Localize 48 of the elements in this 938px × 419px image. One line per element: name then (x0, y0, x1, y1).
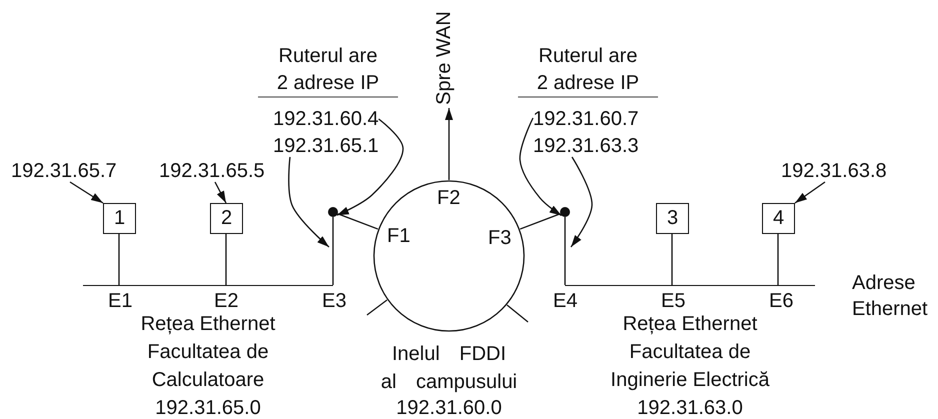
ip-address: 192.31.65.7 (11, 160, 117, 182)
host-box: 1 (103, 203, 136, 234)
axis-note: Adrese Ethernet (852, 271, 929, 322)
ring-caption: Inelul FDDI al campusului (380, 342, 518, 395)
leader-line (570, 156, 593, 248)
ethernet-address: E6 (769, 290, 794, 312)
wan-label: Spre WAN (433, 8, 455, 108)
ip-address: 192.31.60.4 (273, 108, 379, 130)
arrow (794, 181, 826, 204)
network-link (225, 234, 227, 285)
ip-address: 192.31.65.5 (159, 160, 265, 182)
router-note: Ruterul are 2 adrese IP (276, 44, 380, 96)
port-label: F2 (437, 187, 460, 209)
router-note: Ruterul are 2 adrese IP (536, 44, 640, 96)
network-caption: Rețea Ethernet Facultatea de Calculatoare (140, 312, 276, 393)
network-link (564, 217, 566, 285)
ethernet-address: E4 (553, 290, 578, 312)
network-caption: Rețea Ethernet Facultatea de Inginerie Electrică (610, 312, 770, 393)
network-link (118, 234, 120, 285)
router-dot (328, 207, 338, 217)
ip-address: 192.31.65.1 (273, 135, 379, 157)
ethernet-address: E3 (322, 290, 346, 312)
ip-address: 192.31.60.7 (533, 108, 639, 130)
leader-line (288, 156, 330, 248)
network-address: 192.31.63.0 (636, 397, 744, 419)
ethernet-address: E1 (108, 290, 132, 312)
network-address: 192.31.65.0 (154, 397, 262, 419)
ethernet-address: E2 (214, 290, 238, 312)
network-link (332, 217, 334, 285)
ip-address: 192.31.63.8 (781, 160, 887, 182)
host-box: 4 (762, 203, 795, 234)
arrow (445, 108, 453, 180)
arrow (336, 118, 404, 216)
network-link (671, 234, 673, 285)
router-dot (560, 207, 570, 217)
ip-address: 192.31.63.3 (533, 135, 639, 157)
port-label: F1 (387, 225, 410, 247)
network-link (520, 213, 561, 230)
host-box: 3 (656, 203, 689, 234)
host-box: 2 (210, 203, 243, 234)
ethernet-address: E5 (661, 290, 686, 312)
port-label: F3 (488, 227, 512, 249)
network-link (777, 234, 779, 285)
arrow (70, 181, 104, 204)
arrow (214, 182, 227, 204)
network-link (337, 213, 378, 230)
network-address: 192.31.60.0 (395, 397, 503, 419)
arrow (519, 118, 562, 216)
